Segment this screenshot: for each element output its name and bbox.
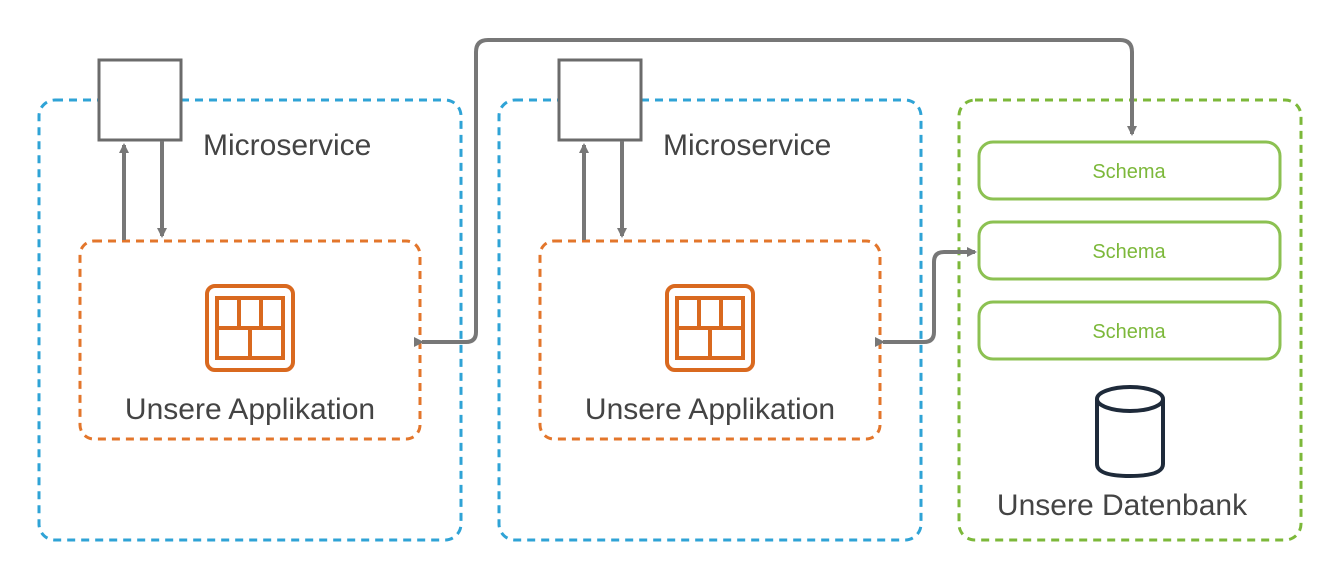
schema-label-1: Schema (1092, 161, 1166, 183)
grid-icon (205, 284, 295, 372)
application-label-1: Unsere Applikation (125, 393, 375, 426)
schema-box-3 (977, 300, 1282, 361)
connector-app2-to-schema2 (875, 247, 977, 347)
database-label: Unsere Datenbank (997, 489, 1248, 522)
gateway-box-1 (97, 58, 183, 142)
schema-label-2: Schema (1092, 241, 1166, 263)
schema-label-3: Schema (1092, 321, 1166, 343)
microservice-label-1: Microservice (203, 129, 371, 162)
cylinder-database-icon (1095, 385, 1165, 479)
schema-box-1 (977, 140, 1282, 201)
gateway-box-2 (557, 58, 643, 142)
grid-icon (665, 284, 755, 372)
application-label-2: Unsere Applikation (585, 393, 835, 426)
connector-schema1-to-app1 (414, 38, 1137, 347)
microservice-label-2: Microservice (663, 129, 831, 162)
schema-box-2 (977, 220, 1282, 281)
